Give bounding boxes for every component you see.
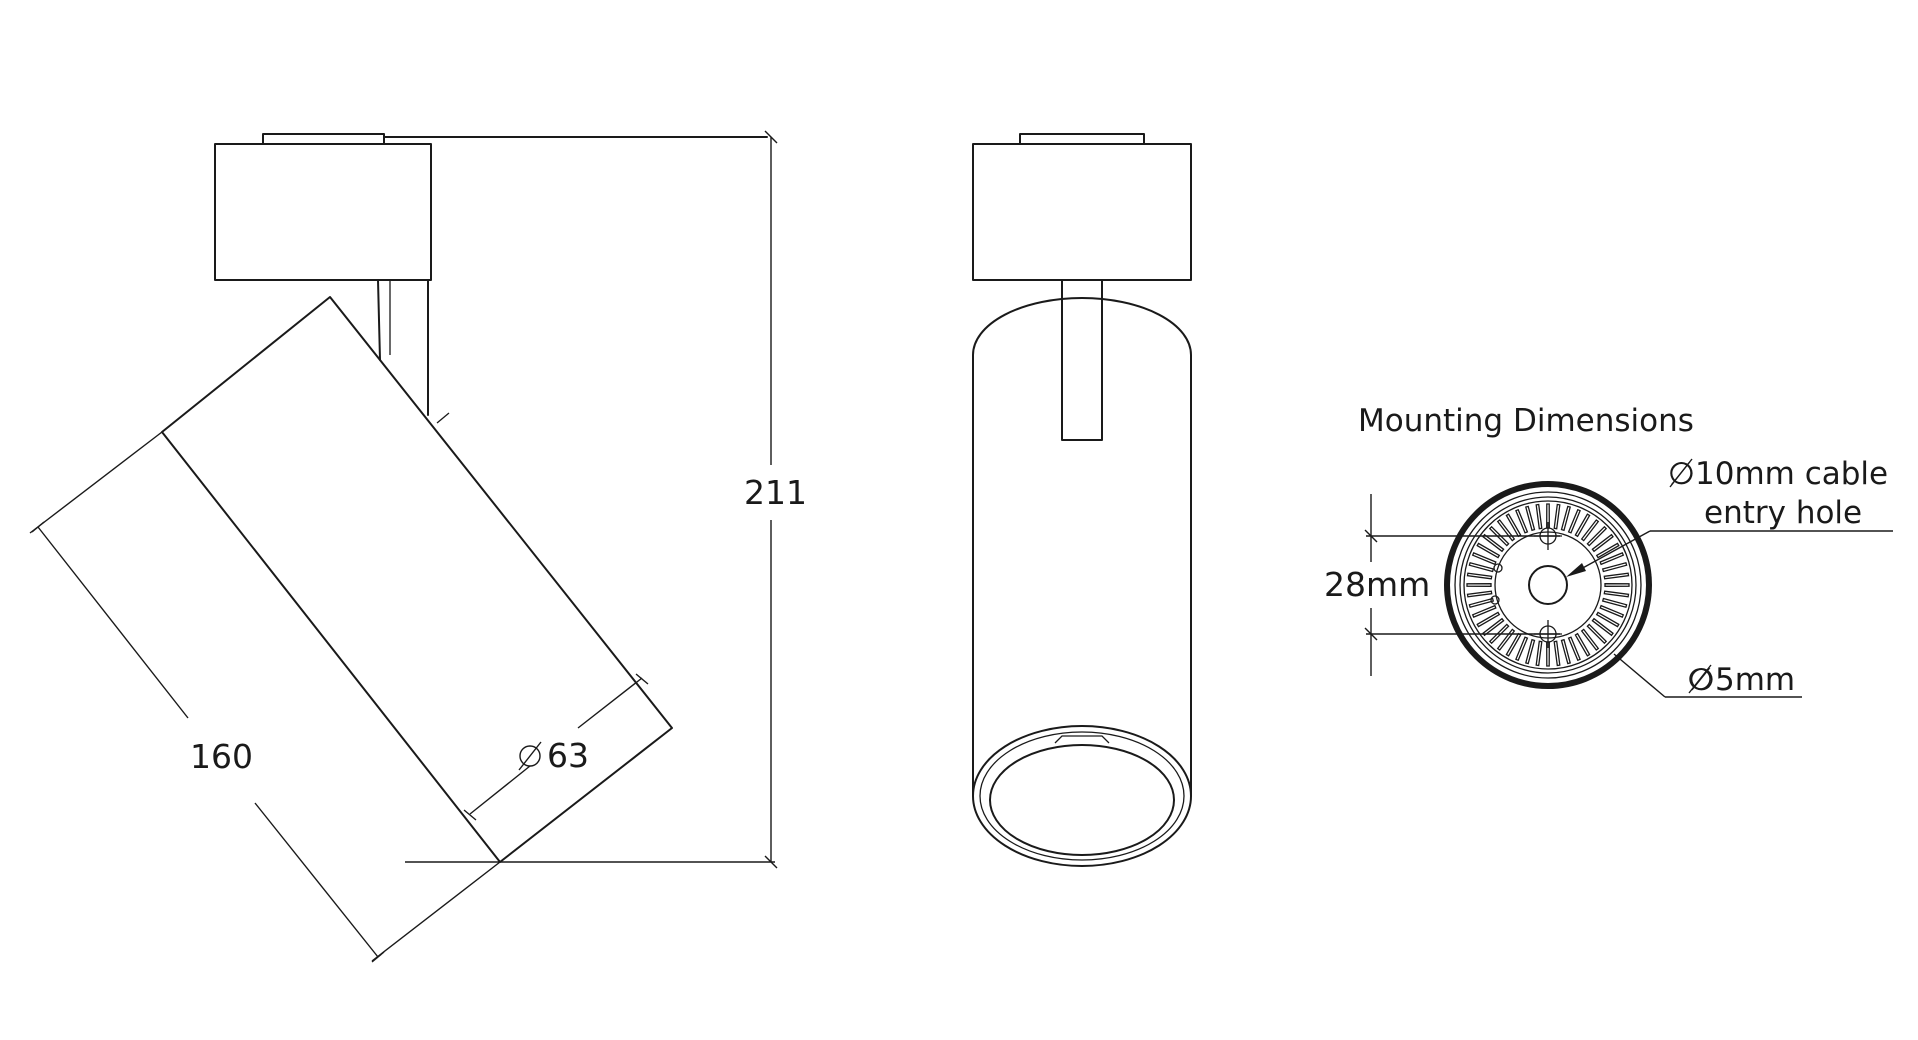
mount-fin [1580,628,1600,651]
mount-fin [1488,623,1510,645]
mount-fin [1482,533,1505,553]
mount-ring-2 [1454,491,1642,679]
cable-diameter-symbol [1670,462,1692,484]
mount-fin [1560,505,1571,532]
front-adapter-body [972,143,1192,281]
front-adapter-top [1019,133,1145,145]
mount-fin [1471,552,1497,566]
screw-diameter-symbol-slash [1688,664,1712,694]
mount-fins [1466,503,1630,667]
diameter-symbol-63 [519,745,541,767]
mount-ring-3 [1459,496,1637,674]
mount-fin [1468,597,1495,608]
mount-fin [1591,533,1614,553]
mount-fin [1488,525,1510,547]
diameter-dimension-label: 63 [547,736,589,775]
side-adapter-body [214,143,432,281]
side-view: 160 63 211 [29,130,807,963]
mount-fin [1476,611,1501,628]
cable-diameter-symbol-slash [1669,458,1693,488]
mount-fin [1601,597,1628,608]
mount-fin [1599,604,1625,618]
mount-fin [1553,640,1561,667]
mount-fin [1535,640,1543,667]
mounting-view: Mounting Dimensions 28mm [1324,403,1893,698]
dim-28-tick-2 [1364,627,1378,641]
front-mid-ring [979,731,1185,861]
dim-160-ext-2 [371,861,501,962]
spacing-dimension-label: 28mm [1324,565,1430,604]
cable-leader-arrow [1566,563,1586,577]
mount-fin [1560,638,1571,665]
front-reflector-notch [1054,735,1110,744]
length-dimension-label: 160 [190,737,253,776]
mount-fin [1601,562,1628,573]
side-stem-left [377,279,381,361]
dim-63-tick-2 [463,809,477,821]
height-dimension-label: 211 [744,473,807,512]
dim-63-line-a [577,677,643,729]
front-view [972,133,1192,867]
mount-fin [1567,636,1581,662]
dim-63-line-b [469,765,531,815]
screw-leader-diagonal [1613,653,1666,698]
dim-28-tick-1 [1364,529,1378,543]
mount-fin [1603,572,1630,580]
mount-fin [1525,638,1536,665]
dim-160-ext-1 [29,431,163,534]
screw-diameter-symbol [1689,668,1711,690]
cable-entry-hole [1528,565,1568,605]
dim-160-tick-2 [371,951,385,963]
mount-fin [1466,590,1493,598]
mount-fin [1603,590,1630,598]
dim-160-line-b [254,802,379,958]
cable-hole-label-line2: entry hole [1704,495,1862,531]
front-inner-ring [989,744,1175,856]
front-cylinder-body [972,297,1192,797]
side-tilted-body [161,296,673,863]
mount-fin [1595,542,1620,559]
mount-fin [1482,617,1505,637]
dim-160-tick-1 [31,521,45,533]
mount-fin [1604,583,1630,587]
small-hole-2 [1490,595,1500,605]
mount-fin [1586,525,1608,547]
mount-fin [1466,572,1493,580]
mount-fin [1599,552,1625,566]
mount-fin [1567,508,1581,534]
mount-fin [1471,604,1497,618]
mounting-title: Mounting Dimensions [1358,403,1694,439]
mount-outer-ring [1444,481,1652,689]
mount-fin [1586,623,1608,645]
side-adapter-top [262,133,385,145]
mount-fin [1574,513,1591,538]
mount-fin [1515,636,1529,662]
mount-fin [1591,617,1614,637]
dim-63-tick-1 [635,673,649,685]
screw-diameter-label: ∅5mm [1688,662,1795,698]
mount-ring-4 [1463,500,1633,670]
dim-211-tick-2 [764,855,778,869]
mount-fin [1496,628,1516,651]
mount-fin [1496,519,1516,542]
mount-fin [1553,503,1561,530]
mount-fin [1468,562,1495,573]
dim-160-line-a [37,526,189,719]
mount-fin [1574,632,1591,657]
small-hole-1 [1493,563,1503,573]
mount-fin [1580,519,1600,542]
mount-fin [1515,508,1529,534]
mount-fin [1595,611,1620,628]
mount-fin [1476,542,1501,559]
side-body-front-ring [436,412,450,424]
mount-fin [1525,505,1536,532]
cable-hole-label-line1: ∅10mm cable [1668,456,1888,492]
mount-fin [1466,583,1492,587]
front-outer-ring [972,725,1192,867]
diameter-symbol-63-slash [518,741,542,771]
mount-fin [1535,503,1543,530]
dim-211-tick-1 [764,130,778,144]
front-stem [1061,279,1103,441]
